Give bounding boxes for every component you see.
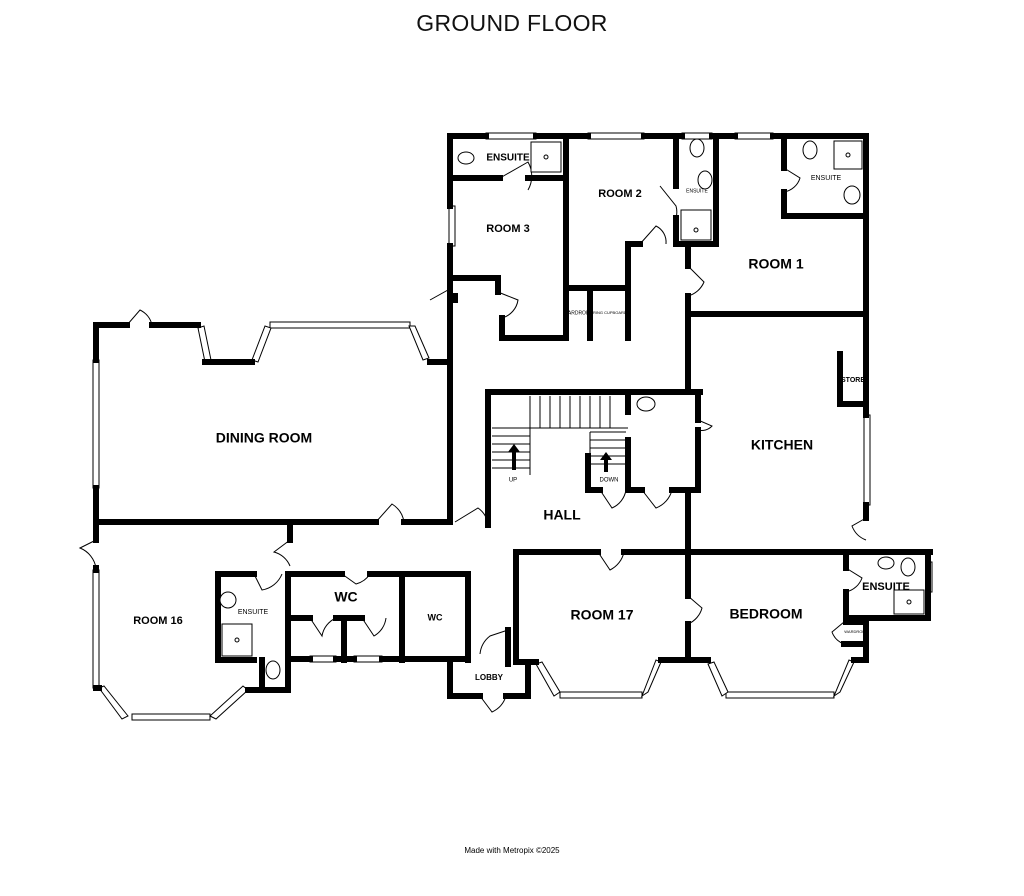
room-label-wc: WC bbox=[428, 612, 443, 622]
shower-icon bbox=[680, 209, 712, 241]
room-label-kitchen: KITCHEN bbox=[751, 437, 813, 453]
staircase: UP DOWN bbox=[492, 396, 628, 484]
room-label-bedroom: BEDROOM bbox=[729, 606, 802, 622]
room-label-ensuite: ENSUITE bbox=[686, 188, 708, 194]
fixtures bbox=[219, 138, 925, 680]
room-label-wardrobe: WARDROBE bbox=[844, 629, 868, 634]
plan-title: GROUND FLOOR bbox=[416, 10, 608, 36]
stairs-down-label: DOWN bbox=[600, 478, 619, 484]
sink-icon bbox=[843, 185, 861, 205]
footer-credit: Made with Metropix ©2025 bbox=[464, 846, 560, 855]
room-label-ensuite: ENSUITE bbox=[862, 581, 910, 593]
toilet-icon bbox=[457, 151, 475, 165]
room-label-room3: ROOM 3 bbox=[486, 223, 529, 235]
room-label-room1: ROOM 1 bbox=[748, 256, 803, 272]
room-label-dining-room: DINING ROOM bbox=[216, 430, 312, 446]
toilet-icon bbox=[802, 140, 818, 160]
room-label-lobby: LOBBY bbox=[475, 673, 504, 682]
room-label-wardrobe: WARDROBE bbox=[563, 310, 593, 316]
room-label-ensuite: ENSUITE bbox=[238, 609, 269, 616]
sink-icon bbox=[636, 396, 656, 412]
sink-icon bbox=[697, 170, 713, 190]
doors bbox=[78, 161, 867, 713]
sink-icon bbox=[219, 591, 237, 609]
stairs-up-label: UP bbox=[509, 478, 517, 484]
room-labels: ENSUITE ROOM 2 ENSUITE ENSUITE ROOM 3 RO… bbox=[133, 153, 910, 682]
room-label-room2: ROOM 2 bbox=[598, 188, 641, 200]
room-label-room17: ROOM 17 bbox=[570, 607, 633, 623]
sink-icon bbox=[877, 556, 895, 570]
room-label-room16: ROOM 16 bbox=[133, 615, 183, 627]
room-label-store: STORE bbox=[841, 377, 865, 384]
room-label-airing-cupboard: AIRING CUPBOARD bbox=[589, 310, 627, 315]
toilet-icon bbox=[689, 138, 705, 158]
room-label-hall: HALL bbox=[543, 507, 581, 523]
toilet-icon bbox=[900, 557, 916, 577]
walls bbox=[93, 133, 933, 699]
room-label-ensuite: ENSUITE bbox=[811, 175, 842, 182]
room-label-wc: WC bbox=[334, 589, 357, 605]
toilet-icon bbox=[265, 660, 281, 680]
room-label-ensuite: ENSUITE bbox=[486, 153, 530, 164]
